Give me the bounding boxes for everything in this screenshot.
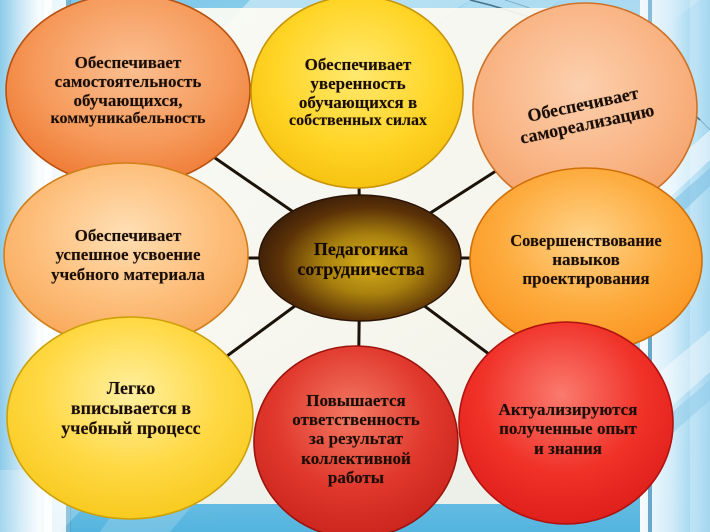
bubble-node-responsibility[interactable] xyxy=(253,345,459,532)
bubble-node-fits-process[interactable] xyxy=(6,316,254,520)
bubble-node-confidence[interactable] xyxy=(250,0,464,189)
bubble-node-independence[interactable] xyxy=(5,0,251,187)
bubble-node-actualize-experience[interactable] xyxy=(458,321,674,525)
bubble-center-node[interactable] xyxy=(258,194,462,322)
